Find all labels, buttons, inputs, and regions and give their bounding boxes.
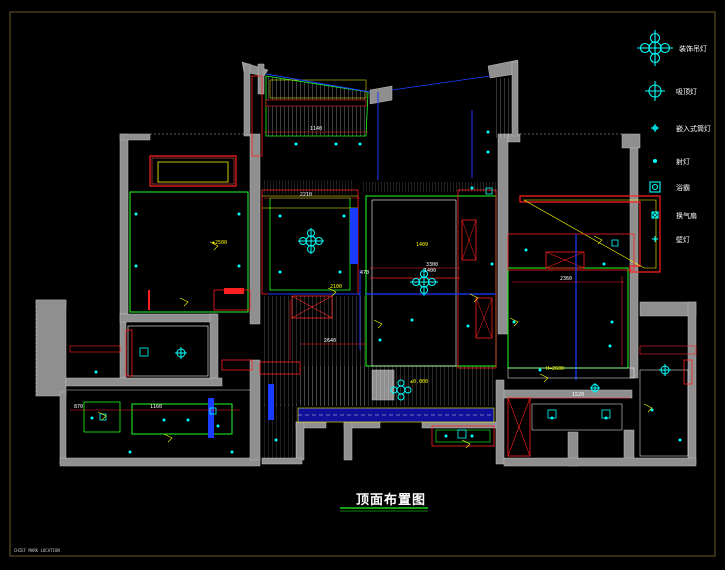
legend-label-wall-lamp: 壁灯 <box>676 236 690 244</box>
dim-4: 1409 <box>416 242 428 248</box>
dim-6: 2360 <box>560 276 572 282</box>
walls <box>35 59 697 467</box>
dim-5: 1400 <box>424 268 436 274</box>
dim-12: 2100 <box>330 284 342 290</box>
ceiling-lamp-icon <box>590 383 600 393</box>
legend-label-spotlight: 射灯 <box>676 158 690 166</box>
plan-square-fixtures <box>99 187 619 439</box>
overhang-outline <box>35 133 622 396</box>
legend-icons <box>637 30 673 242</box>
legend-label-pendant: 装饰吊灯 <box>679 45 707 53</box>
legend-label-ceiling: 吸顶灯 <box>676 88 697 96</box>
dim-13: H=2600 <box>546 366 564 372</box>
bath-heater-icon <box>649 181 661 193</box>
dim-1: 1140 <box>310 126 322 132</box>
dimension-lines <box>70 131 630 411</box>
pendant-lamp-icon <box>298 228 324 254</box>
drawing-title: 顶面布置图 <box>356 493 427 508</box>
exhaust-fan-icon <box>651 211 659 219</box>
ceiling-lamp-icon <box>175 347 187 359</box>
svg-text:◆2500: ◆2500 <box>212 240 227 246</box>
dim-10: 2640 <box>324 338 336 344</box>
dim-2: 2210 <box>300 192 312 198</box>
spotlight-icon <box>652 158 658 164</box>
dim-14: 470 <box>360 270 369 276</box>
room-bedroom-right <box>507 195 661 380</box>
corridor <box>259 296 496 458</box>
ceiling-lamp-icon <box>659 364 671 376</box>
plan-downlights <box>90 130 682 454</box>
dim-9: 1160 <box>150 404 162 410</box>
room-living <box>359 110 498 369</box>
pendant-lamp-icon <box>410 268 438 296</box>
plan-lamps <box>175 228 671 401</box>
pendant-lamp-icon <box>390 379 412 401</box>
drawing-border <box>9 11 716 557</box>
room-right-annex <box>507 345 697 457</box>
ceiling-lamp-icon <box>645 81 665 101</box>
legend-label-bath-heater: 浴霸 <box>676 184 690 192</box>
dim-11: ±0.000 <box>410 379 428 385</box>
room-left-annex <box>66 325 253 438</box>
leader-markers <box>97 235 653 449</box>
drawing-footnote: CHIEF MARK LOCATION <box>14 548 60 553</box>
pendant-lamp-icon <box>637 30 673 66</box>
wall-lamp-icon <box>652 236 658 242</box>
dim-7: 1520 <box>572 392 584 398</box>
recessed-downlight-icon <box>651 124 659 132</box>
legend-label-exhaust-fan: 换气扇 <box>676 212 697 220</box>
room-bedroom-left: ◆2500 <box>129 155 251 313</box>
top-balcony <box>251 73 510 180</box>
dim-8: 870 <box>74 404 83 410</box>
legend-label-downlight: 嵌入式筒灯 <box>676 125 711 133</box>
dim-3: 3300 <box>426 262 438 268</box>
